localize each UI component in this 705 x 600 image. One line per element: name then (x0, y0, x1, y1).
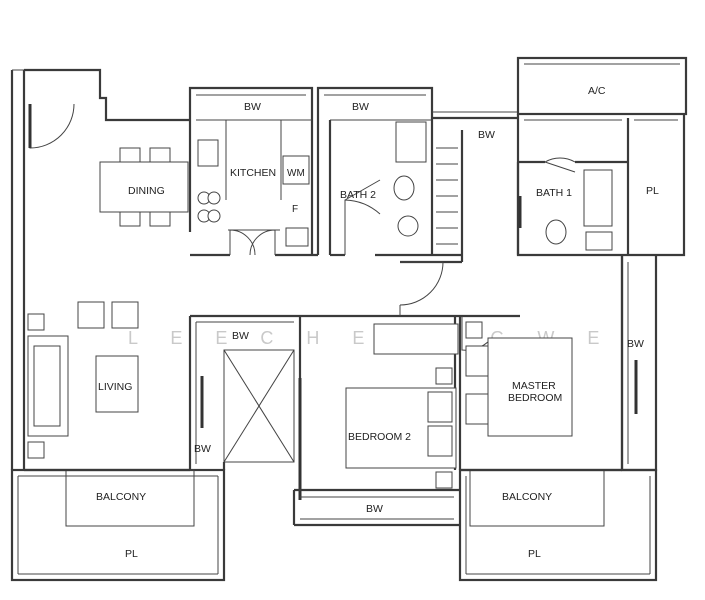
label-bw-right: BW (627, 338, 644, 350)
label-living: LIVING (98, 381, 132, 393)
label-ac: A/C (588, 85, 606, 97)
room-labels: DINING KITCHEN WM F BATH 2 BATH 1 LIVING… (96, 85, 659, 560)
label-bw-bath2: BW (352, 101, 369, 113)
label-bedroom2: BEDROOM 2 (348, 431, 411, 443)
label-bath2: BATH 2 (340, 189, 376, 201)
label-bw-void-left: BW (194, 443, 211, 455)
label-pl-right: PL (646, 185, 659, 197)
label-master-bedroom-2: BEDROOM (508, 392, 562, 404)
doors (28, 103, 638, 430)
label-bw-kitchen: BW (244, 101, 261, 113)
label-bath1: BATH 1 (536, 187, 572, 199)
label-balcony-left: BALCONY (96, 491, 146, 503)
fixtures (27, 121, 613, 489)
label-balcony-right: BALCONY (502, 491, 552, 503)
label-bw-bottom: BW (366, 503, 383, 515)
label-dining: DINING (128, 185, 165, 197)
balcony-right-zone (458, 468, 658, 582)
label-pl-bottom-left: PL (125, 548, 138, 560)
label-fridge: F (292, 204, 298, 215)
label-kitchen: KITCHEN (230, 167, 276, 179)
interior-walls (24, 108, 678, 527)
label-pl-bottom-right: PL (528, 548, 541, 560)
balcony-left-zone (10, 468, 226, 582)
label-wm: WM (287, 168, 305, 179)
label-master-bedroom-1: MASTER (512, 380, 556, 392)
label-bw-corridor: BW (478, 129, 495, 141)
label-bw-center: BW (232, 330, 249, 342)
